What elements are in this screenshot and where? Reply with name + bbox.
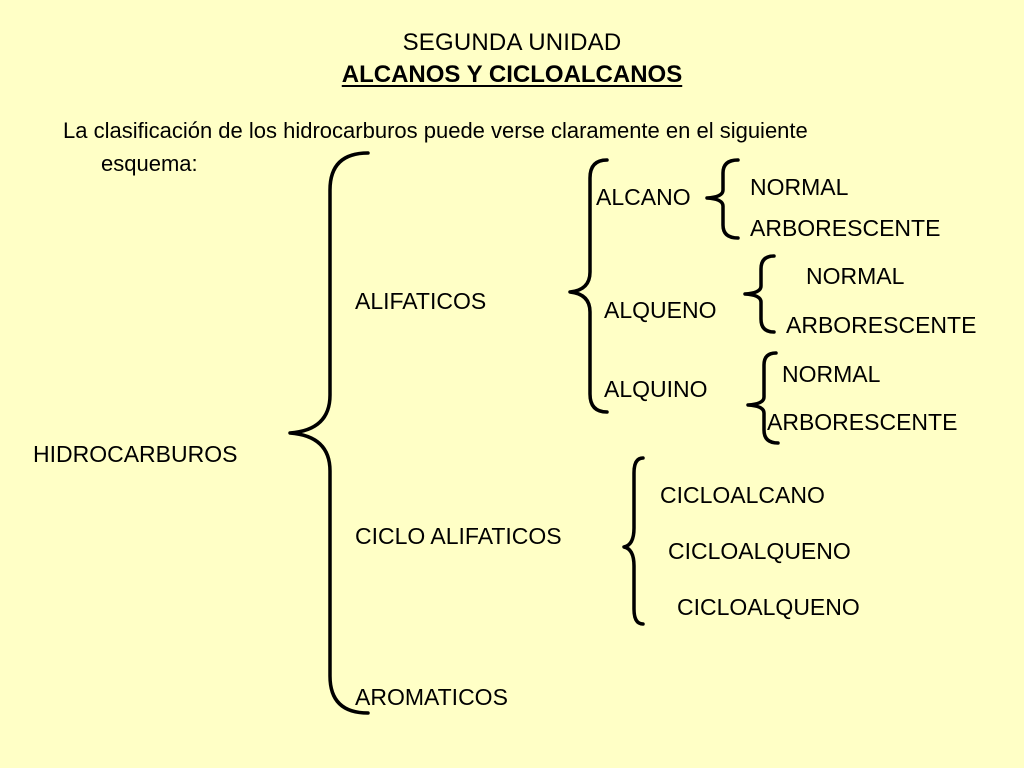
alcano-label: ALCANO	[596, 184, 691, 210]
alqueno-arborescente: ARBORESCENTE	[786, 312, 977, 338]
brace-alcano	[705, 158, 740, 240]
unit-title: SEGUNDA UNIDAD	[402, 29, 622, 56]
alcano-arborescente: ARBORESCENTE	[750, 215, 941, 241]
cicloalcano-label: CICLOALCANO	[660, 482, 825, 508]
alqueno-label: ALQUENO	[604, 297, 717, 323]
cicloalqueno-label: CICLOALQUENO	[668, 538, 851, 564]
topic-title: ALCANOS Y CICLOALCANOS	[341, 61, 683, 88]
intro-text-line-1: La clasificación de los hidrocarburos pu…	[63, 118, 808, 143]
cicloalqueno-label-2: CICLOALQUENO	[677, 594, 860, 620]
brace-ciclo-alifaticos	[622, 456, 645, 626]
alquino-label: ALQUINO	[604, 376, 708, 402]
brace-alquino	[746, 351, 780, 445]
alquino-arborescente: ARBORESCENTE	[767, 409, 958, 435]
ciclo-alifaticos-label: CICLO ALIFATICOS	[355, 523, 562, 549]
alcano-normal: NORMAL	[750, 174, 849, 200]
root-label: HIDROCARBUROS	[33, 441, 238, 467]
alqueno-normal: NORMAL	[806, 263, 905, 289]
alquino-normal: NORMAL	[782, 361, 881, 387]
brace-hidrocarburos	[288, 151, 370, 715]
brace-alifaticos	[568, 158, 609, 414]
aromaticos-label: AROMATICOS	[355, 684, 508, 710]
alifaticos-label: ALIFATICOS	[355, 288, 487, 314]
brace-alqueno	[743, 254, 776, 334]
intro-text-line-2: esquema:	[101, 151, 198, 176]
